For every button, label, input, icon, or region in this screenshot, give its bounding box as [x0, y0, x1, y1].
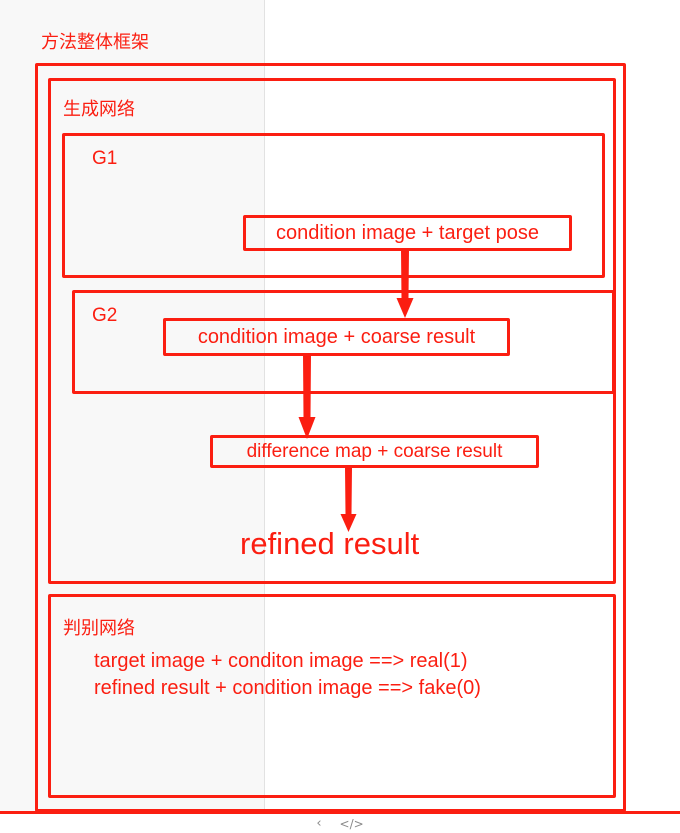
discriminator-rule-real: target image + conditon image ==> real(1…	[94, 650, 468, 672]
generator-network-label: 生成网络	[63, 99, 135, 120]
g2-frame	[72, 290, 615, 394]
bottom-toolbar: ‹ </>	[0, 814, 680, 833]
chevron-left-icon[interactable]: ‹	[316, 816, 322, 831]
node-difference-map-coarse-result: difference map + coarse result	[210, 435, 539, 468]
node-condition-image-target-pose: condition image + target pose	[243, 215, 572, 251]
arrow-cond-coarse-to-diff-coarse	[298, 355, 316, 439]
bottom-accent-rule	[0, 811, 680, 814]
arrow-diff-coarse-to-refined-result	[340, 468, 357, 532]
discriminator-network-label: 判别网络	[63, 618, 135, 639]
node-refined-result: refined result	[240, 526, 420, 561]
gutter-divider	[264, 0, 265, 811]
discriminator-rules: target image + conditon image ==> real(1…	[94, 648, 481, 702]
g1-label: G1	[92, 148, 118, 169]
g2-label: G2	[92, 305, 118, 326]
arrow-cond-pose-to-cond-coarse	[396, 250, 414, 318]
overall-framework-frame	[35, 63, 626, 812]
node-condition-image-coarse-result: condition image + coarse result	[163, 318, 510, 356]
page-title: 方法整体框架	[41, 32, 149, 53]
discriminator-network-frame	[48, 594, 616, 798]
discriminator-rule-fake: refined result + condition image ==> fak…	[94, 677, 481, 699]
g1-frame	[62, 133, 605, 278]
code-icon[interactable]: </>	[339, 816, 364, 831]
